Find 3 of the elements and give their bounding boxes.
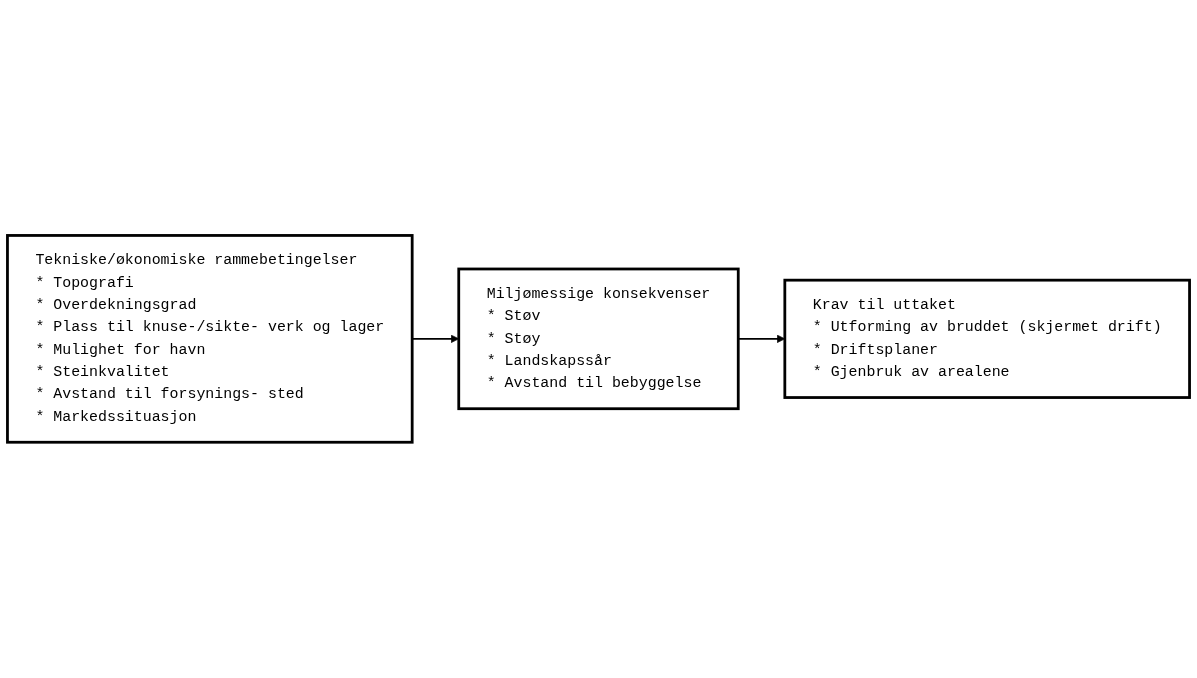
node-box: Krav til uttaket * Utforming av bruddet (skjermet drift) * Driftsplaner * Gjenbruk av arealene (783, 278, 1191, 400)
node-box: Miljømessige konsekvenser * Støv * Støy * Landskapssår * Avstand til bebyggelse (457, 267, 740, 411)
node-box: Tekniske/økonomiske rammebetingelser * Topografi * Overdekningsgrad * Plass til knuse-/sikte- verk og lager * Mulighet for havn * Steinkvalitet * Avstand til forsynings- sted * Markedssituasjon (6, 234, 414, 444)
